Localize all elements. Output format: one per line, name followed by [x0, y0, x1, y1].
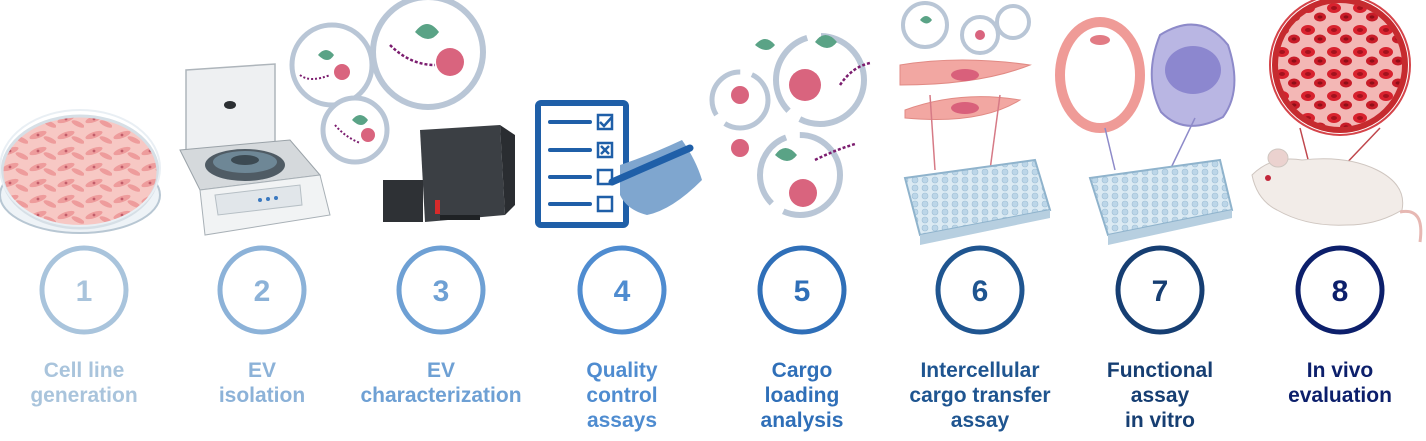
step-number: 1 [76, 275, 93, 308]
step-circle [396, 245, 486, 335]
analyzer-instrument-icon [383, 125, 515, 222]
well-plate-cells-icon [899, 1, 1052, 245]
mouse-icon [1251, 0, 1423, 243]
step-circle [935, 245, 1025, 335]
clipboard-checklist-icon [535, 100, 702, 228]
step-marker-2: 2 [217, 245, 307, 335]
ev-vesicles-icon [289, 0, 486, 165]
step-circle [39, 245, 129, 335]
well-plate-immune-cell-icon [1055, 17, 1236, 245]
step-number: 8 [1332, 275, 1349, 308]
step-number: 4 [614, 275, 631, 308]
step-label-2: EV isolation [218, 359, 306, 407]
step-number: 5 [794, 275, 811, 308]
step-marker-8: 8 [1295, 245, 1385, 335]
step-circle [577, 245, 667, 335]
step-marker-6: 6 [935, 245, 1025, 335]
step-number: 6 [972, 275, 989, 308]
step-circle [217, 245, 307, 335]
step-number: 2 [254, 275, 271, 308]
step-marker-7: 7 [1115, 245, 1205, 335]
step-marker-1: 1 [39, 245, 129, 335]
step-circle [1115, 245, 1205, 335]
step-label-1: Cell line generation [30, 359, 138, 407]
loaded-vesicles-icon [709, 33, 871, 218]
step-circle [757, 245, 847, 335]
step-label-5: Cargo loading analysis [760, 359, 844, 432]
step-marker-3: 3 [396, 245, 486, 335]
step-number: 3 [433, 275, 450, 308]
step-label-7: Functional assay in vitro [1106, 359, 1214, 432]
step-marker-5: 5 [757, 245, 847, 335]
step-label-3: EV characterization [360, 359, 522, 407]
step-number: 7 [1152, 275, 1169, 308]
step-label-6: Intercellular cargo transfer assay [909, 359, 1051, 432]
petri-dish-icon [0, 109, 161, 234]
step-label-4: Quality control assays [586, 359, 658, 432]
step-label-8: In vivo evaluation [1288, 359, 1392, 407]
centrifuge-icon [179, 63, 331, 236]
step-marker-4: 4 [577, 245, 667, 335]
step-circle [1295, 245, 1385, 335]
